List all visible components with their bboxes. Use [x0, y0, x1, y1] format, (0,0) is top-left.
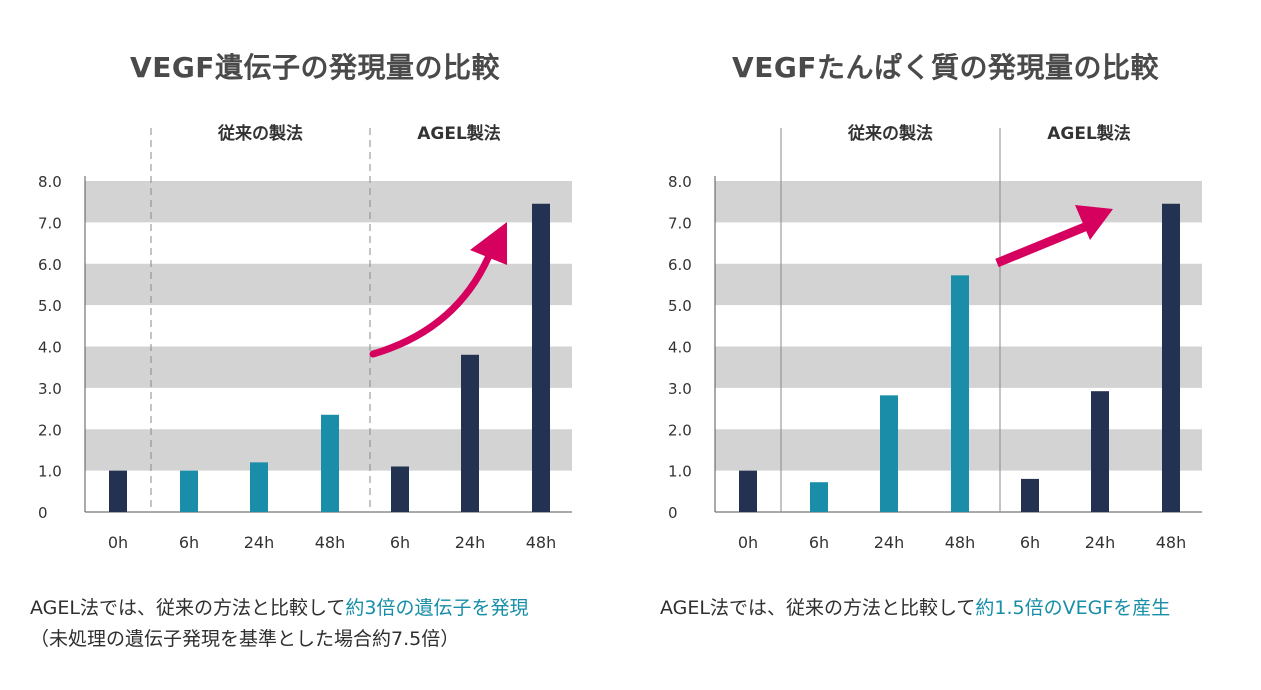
chart-title: VEGF遺伝子の発現量の比較 — [130, 51, 500, 84]
y-tick-label: 1.0 — [38, 463, 62, 481]
bar — [951, 275, 969, 512]
y-tick-label: 0 — [668, 504, 678, 522]
y-tick-label: 3.0 — [38, 380, 62, 398]
x-tick-label: 24h — [874, 533, 905, 552]
grid-band — [85, 346, 572, 388]
x-tick-label: 0h — [108, 533, 128, 552]
caption-text: AGEL法では、従来の方法と比較して — [660, 597, 976, 619]
x-tick-label: 0h — [738, 533, 758, 552]
y-tick-label: 4.0 — [668, 339, 692, 357]
chart-caption: AGEL法では、従来の方法と比較して約3倍の遺伝子を発現 （未処理の遺伝子発現を… — [30, 593, 529, 655]
x-tick-label: 48h — [315, 533, 346, 552]
group-label: AGEL製法 — [417, 123, 501, 144]
y-tick-label: 5.0 — [38, 297, 62, 315]
group-label: 従来の製法 — [217, 123, 303, 144]
chart-panel-protein: VEGFたんぱく質の発現量の比較 従来の製法 AGEL製法 0 1.0 2.0 3.0 4.… — [630, 0, 1261, 690]
trend-arrow-head — [470, 222, 507, 265]
caption-highlight: 約1.5倍のVEGFを産生 — [975, 597, 1171, 619]
caption-line-2: （未処理の遺伝子発現を基準とした場合約7.5倍） — [30, 628, 460, 650]
bar — [880, 395, 898, 512]
bar — [810, 482, 828, 512]
x-tick-label: 24h — [244, 533, 275, 552]
y-tick-label: 7.0 — [38, 214, 62, 232]
group-label: AGEL製法 — [1047, 123, 1131, 144]
bar — [1091, 391, 1109, 512]
x-tick-label: 6h — [809, 533, 829, 552]
grid-band — [85, 263, 572, 306]
bar — [1162, 203, 1180, 512]
y-tick-label: 2.0 — [668, 421, 692, 439]
caption-line-1: AGEL法では、従来の方法と比較して約3倍の遺伝子を発現 — [30, 593, 529, 624]
y-tick-label: 5.0 — [668, 297, 692, 315]
trend-arrow-shaft — [369, 254, 492, 358]
y-tick-label: 2.0 — [38, 421, 62, 439]
chart-title: VEGFたんぱく質の発現量の比較 — [732, 51, 1159, 84]
x-tick-label: 24h — [455, 533, 486, 552]
group-label: 従来の製法 — [847, 123, 933, 144]
y-tick-label: 3.0 — [668, 380, 692, 398]
bar — [1021, 478, 1039, 512]
chart-panel-gene: VEGF遺伝子の発現量の比較 従来の製法 AGEL製法 0 1.0 2.0 3.0 4.0 5… — [0, 0, 630, 690]
y-tick-label: 0 — [38, 504, 48, 522]
bar-chart: 従来の製法 AGEL製法 0 1.0 2.0 3.0 4.0 5.0 6.0 7.0 8.0 0h 6h… — [38, 123, 572, 552]
bar — [391, 466, 409, 512]
y-tick-label: 4.0 — [38, 339, 62, 357]
caption-line-1: AGEL法では、従来の方法と比較して約1.5倍のVEGFを産生 — [660, 593, 1170, 624]
x-tick-label: 48h — [526, 533, 557, 552]
bar — [739, 470, 757, 512]
y-tick-label: 6.0 — [668, 256, 692, 274]
chart-caption: AGEL法では、従来の方法と比較して約1.5倍のVEGFを産生 — [660, 593, 1170, 624]
bar — [109, 470, 127, 512]
y-tick-label: 6.0 — [38, 256, 62, 274]
bar — [321, 414, 339, 512]
bar-chart: 従来の製法 AGEL製法 0 1.0 2.0 3.0 4.0 5.0 6.0 7.0 8.0 0h 6h… — [668, 123, 1202, 552]
bar — [532, 203, 550, 512]
x-tick-label: 48h — [1156, 533, 1187, 552]
bar — [180, 470, 198, 512]
trend-arrow-shaft — [995, 219, 1094, 268]
x-tick-label: 6h — [179, 533, 199, 552]
y-tick-label: 7.0 — [668, 214, 692, 232]
x-tick-label: 6h — [390, 533, 410, 552]
y-tick-label: 1.0 — [668, 463, 692, 481]
grid-band — [85, 181, 572, 223]
caption-text: AGEL法では、従来の方法と比較して — [30, 597, 346, 619]
grid-band — [715, 181, 1202, 223]
y-tick-label: 8.0 — [668, 173, 692, 191]
bar — [461, 354, 479, 512]
x-tick-label: 6h — [1020, 533, 1040, 552]
x-tick-label: 24h — [1085, 533, 1116, 552]
y-tick-label: 8.0 — [38, 173, 62, 191]
caption-highlight: 約3倍の遺伝子を発現 — [345, 597, 529, 619]
trend-arrow-head — [1075, 205, 1113, 240]
x-tick-label: 48h — [945, 533, 976, 552]
bar — [250, 462, 268, 512]
